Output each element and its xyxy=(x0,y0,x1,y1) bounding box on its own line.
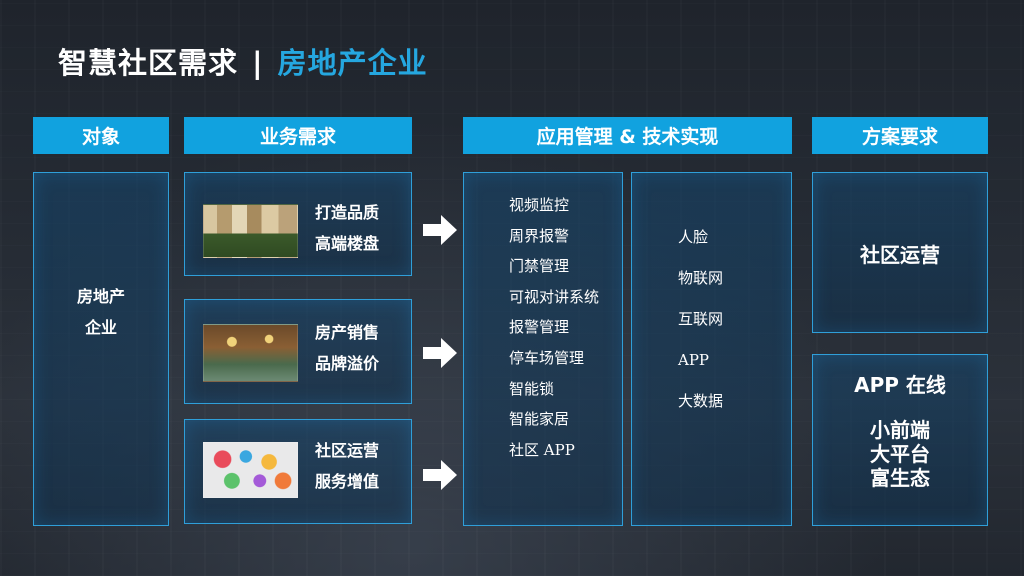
demand-card-operation: 社区运营 服务增值 xyxy=(184,419,412,524)
residential-buildings-image xyxy=(203,204,298,258)
solution-app-line: 大平台 xyxy=(813,442,987,466)
sales-office-image xyxy=(203,324,298,382)
demand-card-sales: 房产销售 品牌溢价 xyxy=(184,299,412,404)
technology-item: 大数据 xyxy=(678,381,723,422)
technology-item: 人脸 xyxy=(678,217,723,258)
solution-box-app: APP 在线 小前端 大平台 富生态 xyxy=(812,354,988,526)
solution-box-operation: 社区运营 xyxy=(812,172,988,333)
target-line1: 房地产 xyxy=(34,281,168,312)
demand-line2: 服务增值 xyxy=(315,466,379,497)
header-solution: 方案要求 xyxy=(812,117,988,154)
application-item: 社区 APP xyxy=(509,435,599,466)
demand-line2: 品牌溢价 xyxy=(315,348,379,379)
arrow-right-icon xyxy=(421,213,459,247)
demand-line2: 高端楼盘 xyxy=(315,228,379,259)
application-item: 门禁管理 xyxy=(509,251,599,282)
solution-operation-text: 社区运营 xyxy=(813,239,987,268)
target-line2: 企业 xyxy=(34,312,168,343)
application-item: 视频监控 xyxy=(509,190,599,221)
header-demand: 业务需求 xyxy=(184,117,412,154)
arrow-right-icon xyxy=(421,336,459,370)
header-tech: 应用管理 & 技术实现 xyxy=(463,117,792,154)
technology-item: 互联网 xyxy=(678,299,723,340)
solution-app-title: APP 在线 xyxy=(813,369,987,398)
page-title-main: 智慧社区需求 xyxy=(58,46,238,80)
technology-item: 物联网 xyxy=(678,258,723,299)
technology-item: APP xyxy=(678,340,723,381)
application-item: 智能锁 xyxy=(509,374,599,405)
technologies-list: 人脸 物联网 互联网 APP 大数据 xyxy=(678,217,723,422)
solution-app-line: 小前端 xyxy=(813,418,987,442)
demand-line1: 房产销售 xyxy=(315,317,379,348)
demand-line1: 社区运营 xyxy=(315,435,379,466)
arrow-right-icon xyxy=(421,458,459,492)
page-title-sub: 房地产企业 xyxy=(278,46,428,80)
title-separator: | xyxy=(252,46,264,80)
demand-card-quality: 打造品质 高端楼盘 xyxy=(184,172,412,276)
applications-list: 视频监控 周界报警 门禁管理 可视对讲系统 报警管理 停车场管理 智能锁 智能家… xyxy=(509,190,599,465)
application-item: 可视对讲系统 xyxy=(509,282,599,313)
technologies-panel: 人脸 物联网 互联网 APP 大数据 xyxy=(631,172,792,526)
application-item: 报警管理 xyxy=(509,312,599,343)
application-item: 智能家居 xyxy=(509,404,599,435)
application-item: 周界报警 xyxy=(509,221,599,252)
page-title: 智慧社区需求 | 房地产企业 xyxy=(58,40,428,82)
solution-app-line: 富生态 xyxy=(813,466,987,490)
app-icons-image xyxy=(203,442,298,498)
header-target: 对象 xyxy=(33,117,169,154)
demand-line1: 打造品质 xyxy=(315,197,379,228)
target-panel: 房地产 企业 xyxy=(33,172,169,526)
application-item: 停车场管理 xyxy=(509,343,599,374)
applications-panel: 视频监控 周界报警 门禁管理 可视对讲系统 报警管理 停车场管理 智能锁 智能家… xyxy=(463,172,623,526)
